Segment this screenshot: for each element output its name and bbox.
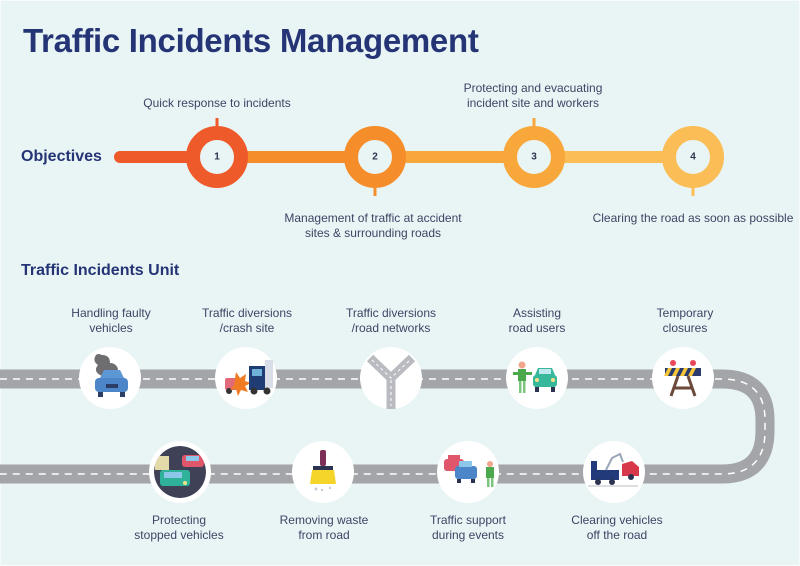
service-node-handling-faulty-vehicles bbox=[79, 347, 141, 409]
service-label-traffic-diversions-crash-site: Traffic diversions /crash site bbox=[201, 306, 293, 335]
objective-2-node bbox=[344, 126, 406, 188]
service-node-temporary-closures bbox=[652, 347, 714, 409]
service-label-handling-faulty-vehicles: Handling faulty vehicles bbox=[71, 306, 151, 335]
service-node-assisting-road-users bbox=[506, 347, 568, 409]
service-node-clearing-vehicles bbox=[583, 441, 645, 503]
person-with-car-icon bbox=[513, 361, 557, 393]
objective-3-label: Protecting and evacuating incident site … bbox=[463, 81, 603, 110]
service-node-traffic-diversions-crash-site bbox=[215, 347, 277, 409]
unit-heading: Traffic Incidents Unit bbox=[21, 262, 180, 279]
service-node-traffic-support-events bbox=[437, 441, 499, 503]
objectives-heading: Objectives bbox=[21, 148, 102, 165]
road-barrier-icon bbox=[664, 360, 701, 397]
objective-4-node bbox=[662, 126, 724, 188]
objective-1-label: Quick response to incidents bbox=[143, 96, 291, 110]
objective-1-node bbox=[186, 126, 248, 188]
service-node-traffic-diversions-road-networks bbox=[360, 347, 422, 409]
objective-4-label: Clearing the road as soon as possible bbox=[592, 211, 794, 225]
objective-1-number: 1 bbox=[214, 151, 220, 163]
service-node-protecting-stopped-vehicles bbox=[149, 441, 211, 503]
service-label-clearing-vehicles: Clearing vehicles off the road bbox=[571, 513, 663, 542]
smoking-car-icon bbox=[94, 354, 128, 397]
service-node-removing-waste bbox=[292, 441, 354, 503]
objective-4-number: 4 bbox=[690, 151, 696, 163]
road-lane-markings bbox=[0, 378, 766, 475]
service-label-temporary-closures: Temporary closures bbox=[656, 306, 714, 335]
stopped-vehicles-icon bbox=[154, 446, 206, 498]
traffic-officer-icon bbox=[444, 455, 494, 487]
service-label-traffic-support-events: Traffic support during events bbox=[429, 513, 507, 542]
objective-2-label: Management of traffic at accident sites … bbox=[284, 211, 462, 240]
road-junction-icon bbox=[366, 354, 416, 409]
objective-3-number: 3 bbox=[531, 151, 537, 163]
truck-crash-icon bbox=[225, 360, 273, 396]
service-label-protecting-stopped-vehicles: Protecting stopped vehicles bbox=[134, 513, 224, 542]
broom-icon bbox=[310, 450, 336, 492]
service-label-assisting-road-users: Assisting road users bbox=[508, 306, 566, 335]
objective-2-number: 2 bbox=[372, 151, 378, 163]
service-label-removing-waste: Removing waste from road bbox=[279, 513, 369, 542]
page-title: Traffic Incidents Management bbox=[23, 22, 479, 59]
service-label-traffic-diversions-road-networks: Traffic diversions /road networks bbox=[345, 306, 437, 335]
tow-truck-icon bbox=[588, 452, 639, 487]
objective-3-node bbox=[503, 126, 565, 188]
